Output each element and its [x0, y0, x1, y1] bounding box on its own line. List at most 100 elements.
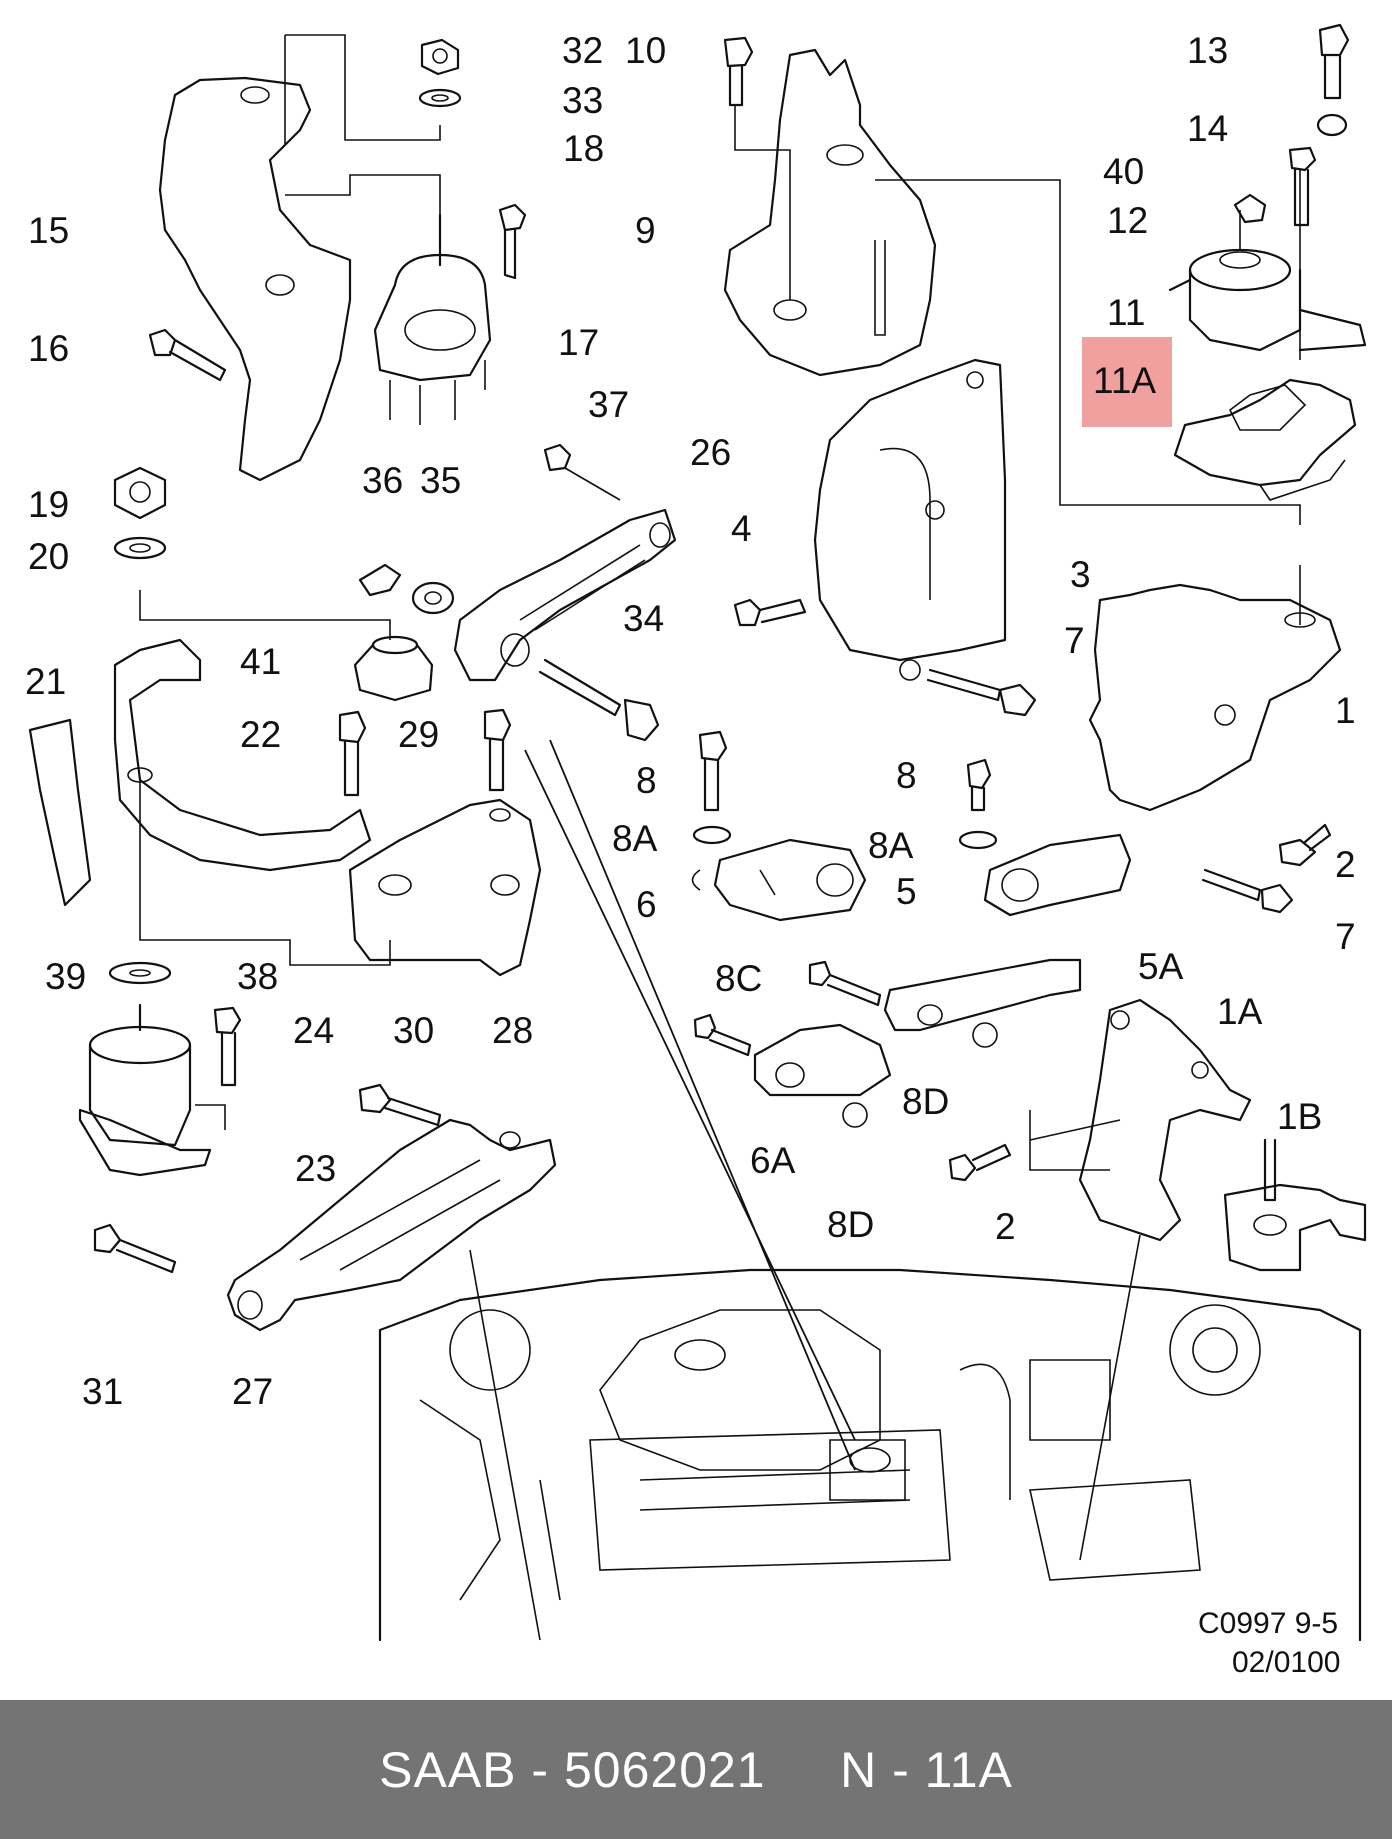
callout-8A-right: 8A — [868, 825, 914, 866]
callout-7-lower: 7 — [1335, 916, 1356, 957]
callout-39: 39 — [45, 956, 87, 997]
callout-10: 10 — [625, 30, 667, 71]
callout-22: 22 — [240, 714, 282, 755]
part-5A-rod — [883, 958, 1082, 1048]
part-1B-bracket — [1223, 1138, 1367, 1272]
callout-27: 27 — [232, 1371, 274, 1412]
part-9-bracket — [723, 48, 1301, 525]
part-23-mount — [78, 1003, 226, 1177]
callout-16: 16 — [28, 328, 70, 369]
callout-14: 14 — [1187, 108, 1229, 149]
part-34-bolt — [538, 658, 660, 742]
callout-8A-left: 8A — [612, 818, 658, 859]
callout-8D-upper: 8D — [902, 1081, 950, 1122]
callout-5: 5 — [896, 871, 917, 912]
part-5-mount — [983, 833, 1132, 917]
part-6-mount — [691, 838, 867, 922]
callout-38: 38 — [237, 956, 279, 997]
part-4-bolt — [733, 598, 807, 627]
callout-20: 20 — [28, 536, 70, 577]
part-35-bushing — [411, 581, 455, 615]
callout-1A: 1A — [1217, 991, 1263, 1032]
part-28-bracket — [348, 798, 542, 977]
callout-2-right: 2 — [1335, 844, 1356, 885]
callout-34: 34 — [623, 598, 665, 639]
part-24-bolt — [213, 1006, 242, 1087]
part-41-rubber-stop — [353, 635, 434, 702]
part-38-washer — [108, 961, 172, 985]
callout-35: 35 — [420, 460, 462, 501]
part-11A-bracket — [1173, 378, 1357, 501]
part-8-bolt-left — [692, 730, 732, 845]
part-19-20-nut-washer — [113, 466, 167, 560]
callout-18: 18 — [563, 128, 605, 169]
callout-23: 23 — [295, 1148, 337, 1189]
callout-32: 32 — [562, 30, 604, 71]
callout-9: 9 — [635, 210, 656, 251]
date-code: 02/0100 — [1232, 1646, 1341, 1679]
part-39-strip — [28, 718, 92, 907]
part-8C-bolt — [808, 960, 882, 1007]
highlight-box-11A — [1082, 337, 1172, 427]
part-37-nut — [543, 443, 621, 501]
part-17-mount — [373, 213, 492, 425]
callout-5A: 5A — [1138, 946, 1184, 987]
callout-6: 6 — [636, 884, 657, 925]
part-8-bolt-right — [958, 758, 998, 850]
footer-part-label: SAAB - 5062021 N - 11A — [379, 1741, 1013, 1798]
part-1A-bracket — [1029, 998, 1252, 1242]
callout-8-left: 8 — [636, 760, 657, 801]
part-32-33-nut-washer — [418, 38, 462, 108]
callout-8-right: 8 — [896, 755, 917, 796]
reference-code: C0997 9-5 — [1198, 1607, 1339, 1640]
part-11-mount — [1168, 210, 1367, 352]
callout-36: 36 — [362, 460, 404, 501]
part-40-12-bolt-nut — [1233, 146, 1317, 360]
part-27-arm — [226, 1118, 557, 1332]
part-15-bracket — [158, 34, 441, 482]
part-1-bracket — [1088, 565, 1342, 812]
part-3-bracket — [813, 358, 1007, 681]
part-16-bolt — [148, 328, 227, 382]
callout-1: 1 — [1335, 690, 1356, 731]
callout-7-upper: 7 — [1064, 620, 1085, 661]
callout-33: 33 — [562, 80, 604, 121]
callout-8D-lower: 8D — [827, 1204, 875, 1245]
callout-3: 3 — [1070, 554, 1091, 595]
part-2-bolt-left — [948, 1143, 1012, 1182]
callout-8C: 8C — [715, 958, 763, 999]
part-22-bolt — [338, 710, 367, 797]
part-10-bolt — [723, 36, 754, 107]
callout-4: 4 — [731, 508, 752, 549]
part-13-14-bolt-washer — [1316, 23, 1350, 137]
part-29-bolt — [483, 708, 512, 792]
callout-11: 11 — [1107, 292, 1146, 333]
callout-28: 28 — [492, 1010, 534, 1051]
part-number-footer: SAAB - 5062021 N - 11A — [0, 1700, 1392, 1839]
part-18-bolt — [498, 203, 527, 280]
diagram-line-art — [28, 23, 1367, 1642]
callout-37: 37 — [588, 384, 630, 425]
callout-40: 40 — [1103, 151, 1145, 192]
part-2-bolt-right — [1278, 823, 1332, 867]
part-7-bolt-lower — [1201, 868, 1294, 914]
callout-41: 41 — [240, 641, 282, 682]
callout-19: 19 — [28, 484, 70, 525]
callout-21: 21 — [25, 661, 67, 702]
callout-1B: 1B — [1277, 1096, 1323, 1137]
part-26-torque-rod — [453, 508, 677, 682]
callout-13: 13 — [1187, 30, 1229, 71]
callout-6A: 6A — [750, 1140, 796, 1181]
callout-31: 31 — [82, 1371, 124, 1412]
callout-26: 26 — [690, 432, 732, 473]
exploded-parts-diagram: 32 33 10 13 14 18 40 15 9 12 11 17 16 11… — [25, 23, 1367, 1679]
callout-24: 24 — [293, 1010, 335, 1051]
part-7-bolt-upper — [926, 668, 1037, 717]
part-30-bolt — [358, 1083, 442, 1127]
callout-17: 17 — [558, 322, 600, 363]
part-36-clip — [358, 563, 402, 597]
callout-2-left: 2 — [995, 1206, 1016, 1247]
engine-bay — [378, 1234, 1362, 1642]
part-6A-mount — [693, 1013, 892, 1128]
callout-29: 29 — [398, 714, 440, 755]
